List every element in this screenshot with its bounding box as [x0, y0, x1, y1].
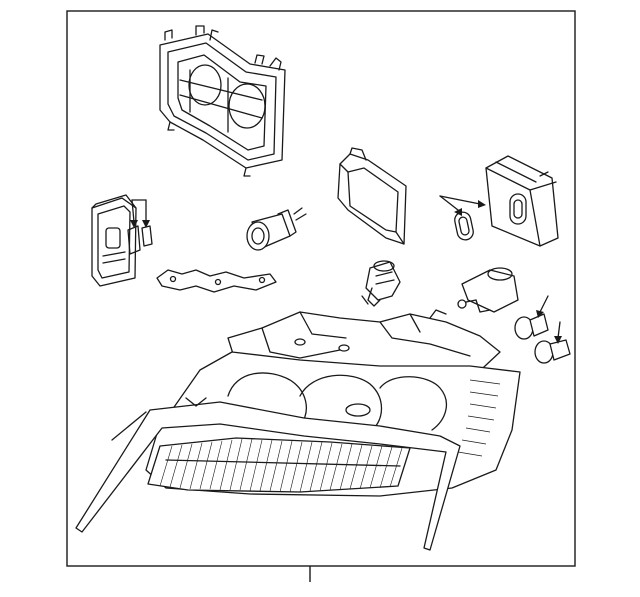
mounting-bracket: [156, 269, 277, 293]
side-marker-bulb-upper: [514, 295, 549, 340]
headlamp-assembly: [75, 309, 521, 551]
clip-connector-left: [130, 199, 153, 247]
lens-hatching: [159, 438, 403, 493]
reflector-bracket: [337, 147, 407, 245]
diagram-frame: [66, 10, 576, 567]
halogen-bulb: [361, 260, 401, 307]
ballast-control-module-left: [91, 194, 141, 287]
bulb-socket-connector: [246, 207, 307, 251]
headlamp-housing-back-frame: [159, 25, 286, 177]
ballast-control-module-right: [485, 155, 559, 247]
side-marker-bulb-lower: [534, 321, 571, 364]
gasket-seal: [439, 195, 486, 241]
level-actuator: [457, 267, 519, 313]
